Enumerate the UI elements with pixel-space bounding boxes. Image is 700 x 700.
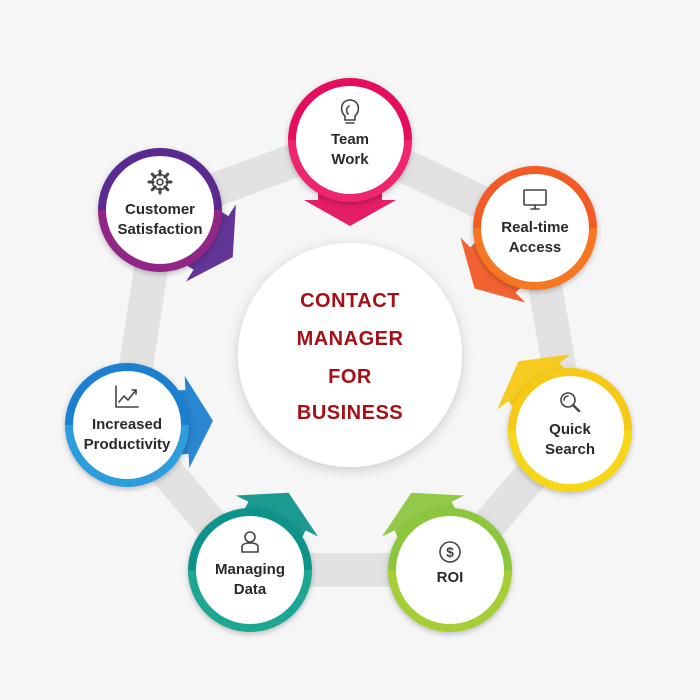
customer-satisfaction-label-line-2: Satisfaction <box>117 221 202 238</box>
node-inner-circle <box>196 516 304 624</box>
magnifier-icon <box>560 392 581 413</box>
real-time-access-label-line-2: Access <box>509 239 562 256</box>
quick-search-label-line-2: Search <box>545 441 595 458</box>
increased-productivity-label-line-2: Productivity <box>84 436 171 453</box>
center-line-4: BUSINESS <box>297 402 403 424</box>
node-inner-circle <box>296 86 404 194</box>
real-time-access-label-line-1: Real-time <box>501 219 569 236</box>
node-inner-circle <box>481 174 589 282</box>
center-line-3: FOR <box>328 366 372 388</box>
dollar-icon: $ <box>439 541 461 563</box>
node-roi: $ ROI <box>388 508 512 632</box>
roi-label-line-1: ROI <box>437 569 464 586</box>
managing-data-label-line-1: Managing <box>215 561 285 578</box>
team-work-label-line-1: Team <box>331 131 369 148</box>
quick-search-label-line-1: Quick <box>549 421 591 438</box>
user-icon <box>241 531 259 553</box>
gear-icon <box>147 169 173 195</box>
node-inner-circle <box>516 376 624 484</box>
center-line-2: MANAGER <box>297 328 404 350</box>
node-inner-circle <box>106 156 214 264</box>
managing-data-label-line-2: Data <box>234 581 267 598</box>
lightbulb-icon <box>340 99 360 124</box>
team-work-label-line-2: Work <box>331 151 369 168</box>
node-inner-circle <box>396 516 504 624</box>
center-hub: CONTACT MANAGER FOR BUSINESS <box>238 243 462 467</box>
growth-chart-icon <box>115 385 139 408</box>
node-inner-circle <box>73 371 181 479</box>
customer-satisfaction-label-line-1: Customer <box>125 201 195 218</box>
center-line-1: CONTACT <box>300 290 400 312</box>
increased-productivity-label-line-1: Increased <box>92 416 162 433</box>
center-circle <box>238 243 462 467</box>
monitor-icon <box>523 189 547 210</box>
svg-text:$: $ <box>446 544 454 560</box>
